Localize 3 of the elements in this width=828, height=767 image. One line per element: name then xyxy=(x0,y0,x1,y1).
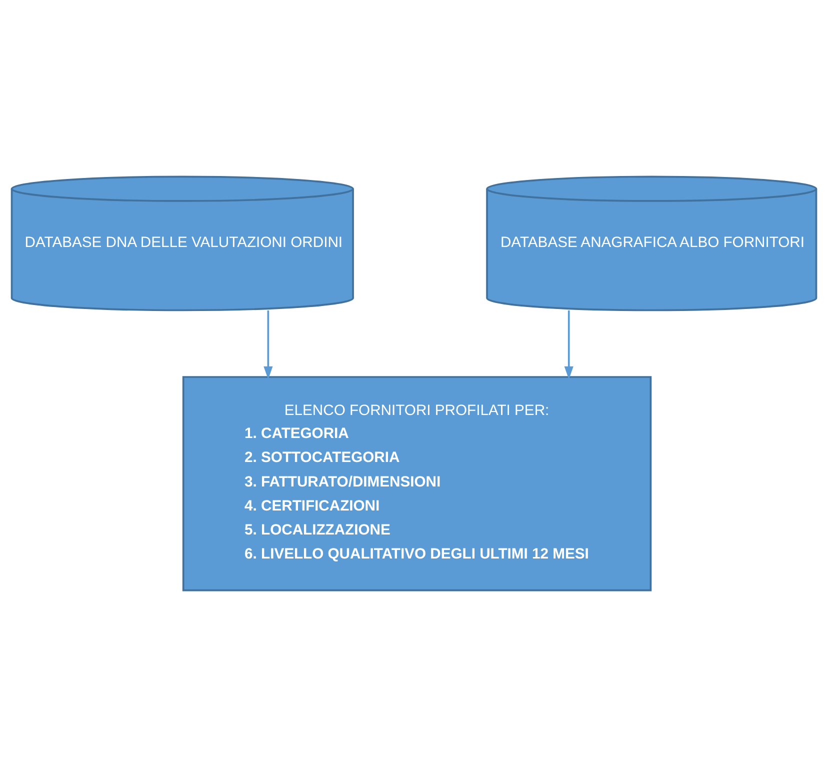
arrow xyxy=(564,310,574,380)
arrow xyxy=(264,310,273,380)
node-box: ELENCO FORNITORI PROFILATI PER: 1. CATEGORIA 2. SOTTOCATEGORIA 3. FATTURATO/DIMENSIONI 4. CERTIFICAZIONI 5. LOCALIZZAZIONE 6. LIVELLO QUALITATIVO DEGLI ULTIMI 12 MESI xyxy=(182,376,652,592)
